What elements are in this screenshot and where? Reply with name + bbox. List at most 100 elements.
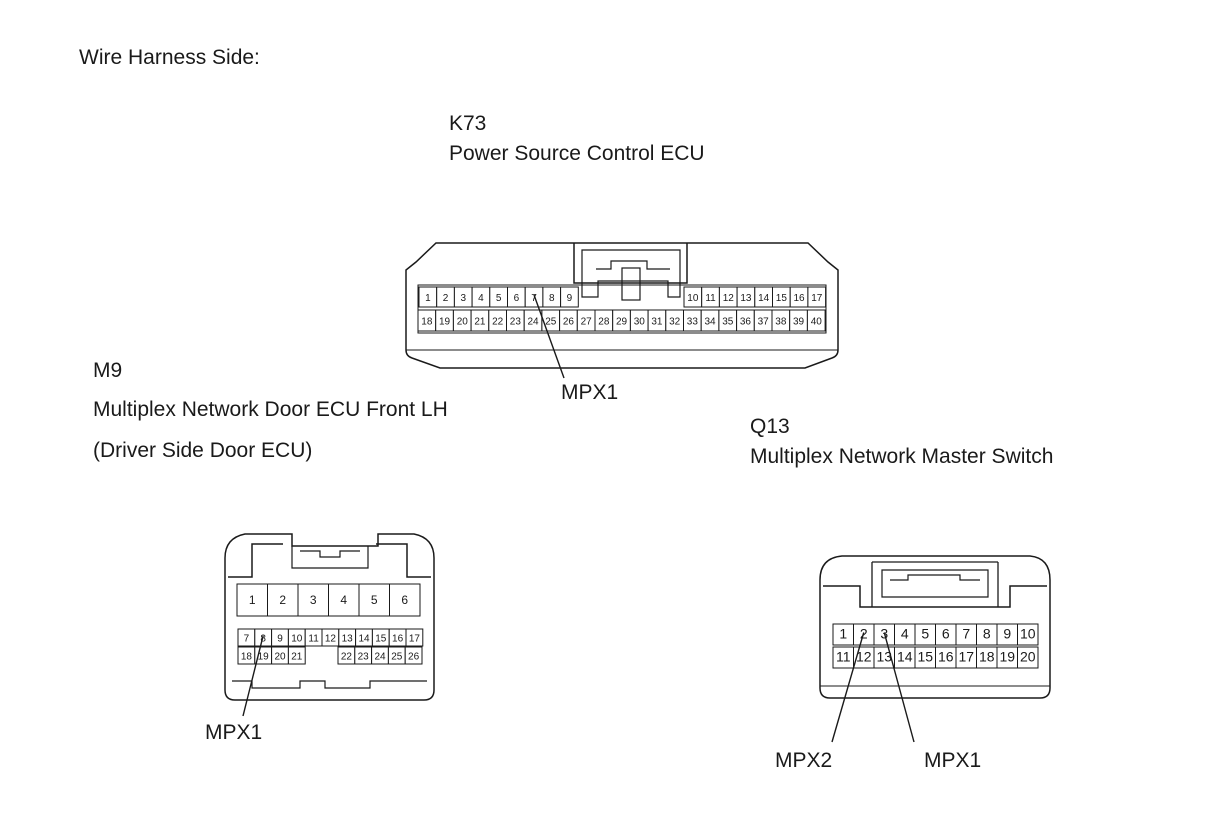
k73-pin-label: 23 bbox=[510, 317, 522, 328]
q13-pin-label: 13 bbox=[876, 649, 892, 665]
k73-pin-label: 28 bbox=[598, 317, 610, 328]
m9-pin-label: 5 bbox=[371, 593, 378, 607]
k73-pin-label: 26 bbox=[563, 317, 575, 328]
m9-pin-label: 8 bbox=[260, 634, 266, 645]
q13-pin-10 bbox=[1017, 623, 1039, 646]
k73-name-label: Power Source Control ECU bbox=[449, 142, 705, 165]
q13-pin-label: 9 bbox=[1003, 626, 1011, 642]
k73-pin-label: 10 bbox=[687, 293, 699, 304]
m9-pin-label: 10 bbox=[291, 634, 303, 645]
q13-code-label: Q13 bbox=[750, 415, 790, 438]
m9-pin-label: 18 bbox=[241, 652, 253, 663]
k73-latch-tab bbox=[621, 267, 641, 301]
k73-pin-label: 6 bbox=[514, 293, 520, 304]
m9-pin-6 bbox=[389, 583, 421, 617]
k73-pin-label: 19 bbox=[439, 317, 451, 328]
k73-pin-label: 25 bbox=[545, 317, 557, 328]
q13-mpx1-leader bbox=[883, 632, 915, 743]
k73-pin-label: 17 bbox=[811, 293, 823, 304]
m9-pin-label: 15 bbox=[375, 634, 387, 645]
k73-pin-label: 37 bbox=[758, 317, 770, 328]
q13-pin-label: 18 bbox=[979, 649, 995, 665]
q13-lock-inner bbox=[881, 569, 989, 598]
k73-pin-label: 40 bbox=[811, 317, 823, 328]
q13-pin-label: 12 bbox=[856, 649, 872, 665]
q13-pin-label: 5 bbox=[921, 626, 929, 642]
m9-pin-label: 25 bbox=[391, 652, 403, 663]
m9-pin-26 bbox=[404, 646, 423, 665]
m9-housing-top-right bbox=[376, 543, 431, 578]
q13-lock-outer bbox=[871, 561, 999, 607]
k73-pin-label: 8 bbox=[549, 293, 555, 304]
m9-pin-label: 20 bbox=[274, 652, 286, 663]
m9-pin-17 bbox=[405, 628, 424, 647]
k73-pin-label: 24 bbox=[527, 317, 539, 328]
m9-pin-label: 22 bbox=[341, 652, 353, 663]
k73-pin-label: 30 bbox=[634, 317, 646, 328]
q13-pin-label: 15 bbox=[917, 649, 933, 665]
m9-name2-label: (Driver Side Door ECU) bbox=[93, 439, 313, 462]
k73-pin-label: 18 bbox=[421, 317, 433, 328]
m9-pin-5 bbox=[358, 583, 390, 617]
m9-bottom bbox=[232, 680, 427, 689]
q13-mpx2-leader bbox=[831, 632, 865, 743]
k73-pin-label: 33 bbox=[687, 317, 699, 328]
k73-cavity bbox=[417, 284, 827, 334]
m9-code-label: M9 bbox=[93, 359, 123, 382]
k73-pin-label: 39 bbox=[793, 317, 805, 328]
k73-pin-label: 36 bbox=[740, 317, 752, 328]
diagram-heading: Wire Harness Side: bbox=[79, 46, 260, 69]
m9-pin-label: 11 bbox=[308, 634, 319, 645]
k73-lock-outer bbox=[573, 243, 688, 284]
m9-pin-label: 26 bbox=[408, 652, 420, 663]
k73-pin-label: 38 bbox=[775, 317, 787, 328]
m9-pin-label: 6 bbox=[401, 593, 408, 607]
q13-pin-label: 20 bbox=[1020, 649, 1036, 665]
q13-pin-label: 10 bbox=[1020, 626, 1036, 642]
k73-pin-label: 29 bbox=[616, 317, 628, 328]
k73-pin-label: 3 bbox=[460, 293, 466, 304]
k73-pin-label: 22 bbox=[492, 317, 504, 328]
q13-latch bbox=[890, 574, 980, 581]
k73-pin-label: 7 bbox=[531, 293, 537, 304]
k73-pin-label: 14 bbox=[758, 293, 770, 304]
k73-pin-label: 16 bbox=[793, 293, 805, 304]
k73-pin-label: 35 bbox=[722, 317, 734, 328]
m9-mpx1-label: MPX1 bbox=[205, 721, 262, 744]
q13-pin-label: 17 bbox=[958, 649, 974, 665]
k73-pin-label: 27 bbox=[581, 317, 593, 328]
k73-mpx1-label: MPX1 bbox=[561, 381, 618, 404]
m9-mpx1-leader bbox=[242, 635, 264, 717]
m9-pin-label: 23 bbox=[358, 652, 370, 663]
m9-pin-label: 13 bbox=[342, 634, 354, 645]
q13-pin-label: 14 bbox=[897, 649, 913, 665]
k73-lock-inner bbox=[581, 249, 681, 298]
m9-pin-label: 1 bbox=[249, 593, 256, 607]
q13-mpx2-label: MPX2 bbox=[775, 749, 832, 772]
m9-pin-label: 2 bbox=[279, 593, 286, 607]
m9-name-label: Multiplex Network Door ECU Front LH bbox=[93, 398, 448, 421]
k73-pin-label: 20 bbox=[457, 317, 469, 328]
k73-pin-label: 5 bbox=[496, 293, 502, 304]
q13-pin-label: 16 bbox=[938, 649, 954, 665]
q13-pin-label: 6 bbox=[942, 626, 950, 642]
m9-pin-label: 24 bbox=[374, 652, 386, 663]
k73-housing bbox=[405, 242, 839, 369]
k73-pin-label: 11 bbox=[705, 293, 716, 304]
m9-pin-label: 7 bbox=[244, 634, 250, 645]
m9-pin-label: 14 bbox=[358, 634, 370, 645]
q13-pin-label: 8 bbox=[983, 626, 991, 642]
k73-pin-label: 13 bbox=[740, 293, 752, 304]
m9-lock bbox=[291, 546, 369, 569]
k73-pin-40 bbox=[806, 309, 826, 332]
q13-name-label: Multiplex Network Master Switch bbox=[750, 445, 1054, 468]
k73-pin-label: 12 bbox=[723, 293, 735, 304]
m9-pin-2 bbox=[267, 583, 299, 617]
k73-pin-label: 31 bbox=[651, 317, 663, 328]
m9-pin-label: 9 bbox=[277, 634, 283, 645]
k73-pin-label: 21 bbox=[474, 317, 486, 328]
k73-mpx1-leader bbox=[533, 294, 565, 379]
m9-housing-top-left bbox=[228, 543, 283, 578]
k73-pin-label: 4 bbox=[478, 293, 484, 304]
q13-housing-top bbox=[823, 585, 1047, 608]
